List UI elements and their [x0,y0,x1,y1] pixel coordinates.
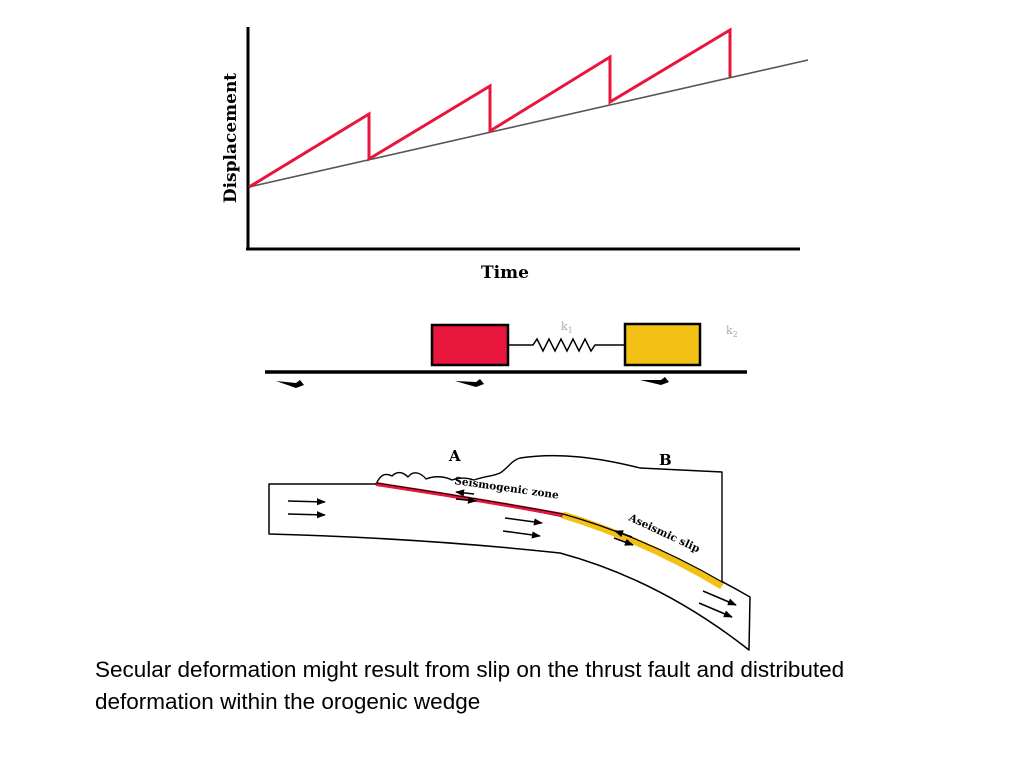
plate-motion-arrow [698,602,733,618]
plate-motion-arrow [287,498,326,506]
label-b: B [659,451,672,469]
y-axis-label: Displacement [221,73,241,203]
aseismic-fault-edge [562,513,725,584]
basal-arrow-middle [455,379,484,387]
seismogenic-slip-arrow-upper [455,489,475,497]
aseismic-fault-segment [561,511,724,590]
plate-motion-arrow [502,530,541,539]
fault-cross-section: A B Seismogenic zone Aseismic slip [268,447,751,651]
spring-block-model: k1 k2 [265,320,747,388]
displacement-time-graph: Displacement Time [221,27,809,283]
seismic-block [430,323,510,367]
seismogenic-slip-arrow-lower [455,496,477,504]
aseismic-slip-arrow-upper [614,530,633,538]
right-stiffness-label: k2 [726,324,738,339]
spring-stiffness-label: k1 [561,320,573,335]
secular-trend-line [248,59,809,188]
plate-motion-arrow [702,590,737,606]
sawtooth-displacement-curve [248,27,732,189]
x-axis-label: Time [481,263,529,283]
aseismic-block [623,322,702,367]
basal-arrow-left [276,380,304,388]
slide-caption: Secular deformation might result from sl… [95,657,845,714]
basal-arrow-right [640,377,669,385]
label-a: A [448,447,461,465]
aseismic-slip-arrow-lower [613,537,634,546]
spring [508,337,625,353]
plate-motion-arrow [287,511,326,519]
plate-motion-arrow [504,517,543,526]
